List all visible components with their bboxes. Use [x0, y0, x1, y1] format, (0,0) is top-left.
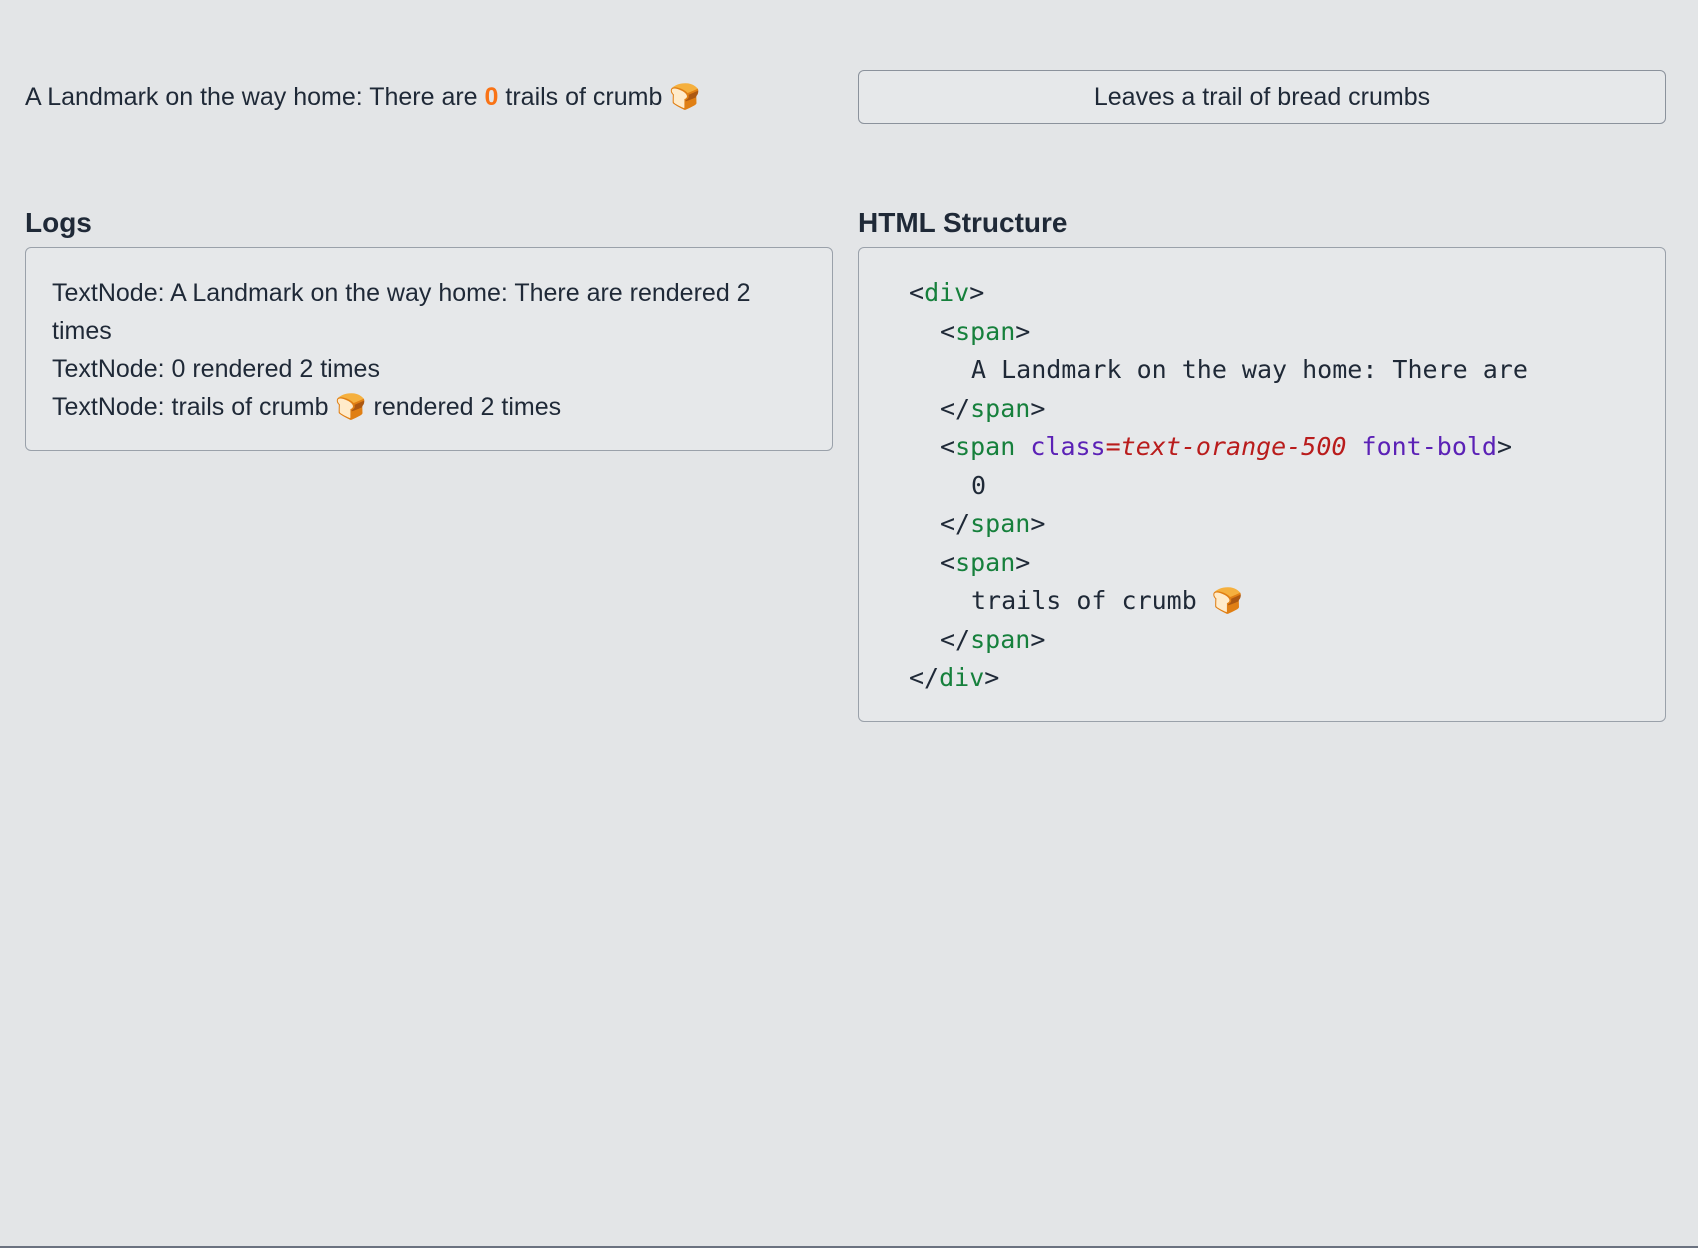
code-line: </span>	[940, 509, 1046, 538]
code-tag: span	[970, 393, 1031, 423]
leave-crumbs-button[interactable]: Leaves a trail of bread crumbs	[858, 70, 1666, 124]
logs-section: Logs TextNode: A Landmark on the way hom…	[25, 203, 833, 451]
code-text: 0	[971, 470, 987, 500]
log-line: TextNode: trails of crumb 🍞 rendered 2 t…	[52, 393, 562, 421]
logs-panel: TextNode: A Landmark on the way home: Th…	[25, 247, 833, 451]
code-text: A Landmark on the way home: There are	[971, 355, 1528, 384]
code-tag: span	[955, 432, 1016, 461]
code-attr: font-bold	[1361, 432, 1497, 461]
top-row: A Landmark on the way home: There are 0 …	[25, 70, 1666, 124]
code-tag: span	[970, 509, 1031, 538]
code-block: <div> <span> A Landmark on the way home: T…	[909, 274, 1615, 698]
code-line: <span>	[940, 316, 1031, 346]
code-line: <div>	[909, 278, 985, 307]
code-line: </div>	[909, 663, 1000, 692]
html-structure-title: HTML Structure	[858, 207, 1068, 238]
crumb-count: 0	[484, 83, 499, 111]
landmark-text: A Landmark on the way home: There are 0 …	[25, 70, 835, 124]
html-structure-panel: <div> <span> A Landmark on the way home: T…	[858, 247, 1666, 722]
code-text: trails of crumb 🍞	[971, 586, 1243, 615]
code-line: <span>	[940, 547, 1031, 577]
landmark-prefix: A Landmark on the way home: There are	[25, 83, 478, 111]
bread-icon: 🍞	[669, 82, 701, 111]
log-line: TextNode: 0 rendered 2 times	[52, 355, 380, 383]
logs-title: Logs	[25, 207, 92, 238]
code-line: </span>	[940, 624, 1046, 654]
html-structure-section: HTML Structure <div> <span> A Landmark on …	[858, 203, 1666, 722]
code-tag: div	[924, 278, 970, 307]
code-line: A Landmark on the way home: There are	[909, 351, 1615, 390]
code-line: trails of crumb 🍞	[909, 582, 1615, 621]
code-tag: span	[970, 624, 1031, 654]
code-attr: class	[1030, 432, 1106, 461]
code-line: </span>	[940, 393, 1046, 423]
code-line: 0	[909, 467, 1615, 506]
bottom-border	[0, 1246, 1698, 1248]
code-tag: div	[939, 663, 985, 692]
code-attr-value: text-orange-500	[1120, 432, 1347, 461]
code-tag: span	[955, 316, 1016, 346]
code-equals: =	[1105, 432, 1121, 461]
log-line: TextNode: A Landmark on the way home: Th…	[52, 279, 751, 345]
code-line: <span class=text-orange-500 font-bold>	[940, 432, 1513, 461]
code-tag: span	[955, 547, 1016, 577]
landmark-suffix: trails of crumb	[505, 83, 663, 111]
